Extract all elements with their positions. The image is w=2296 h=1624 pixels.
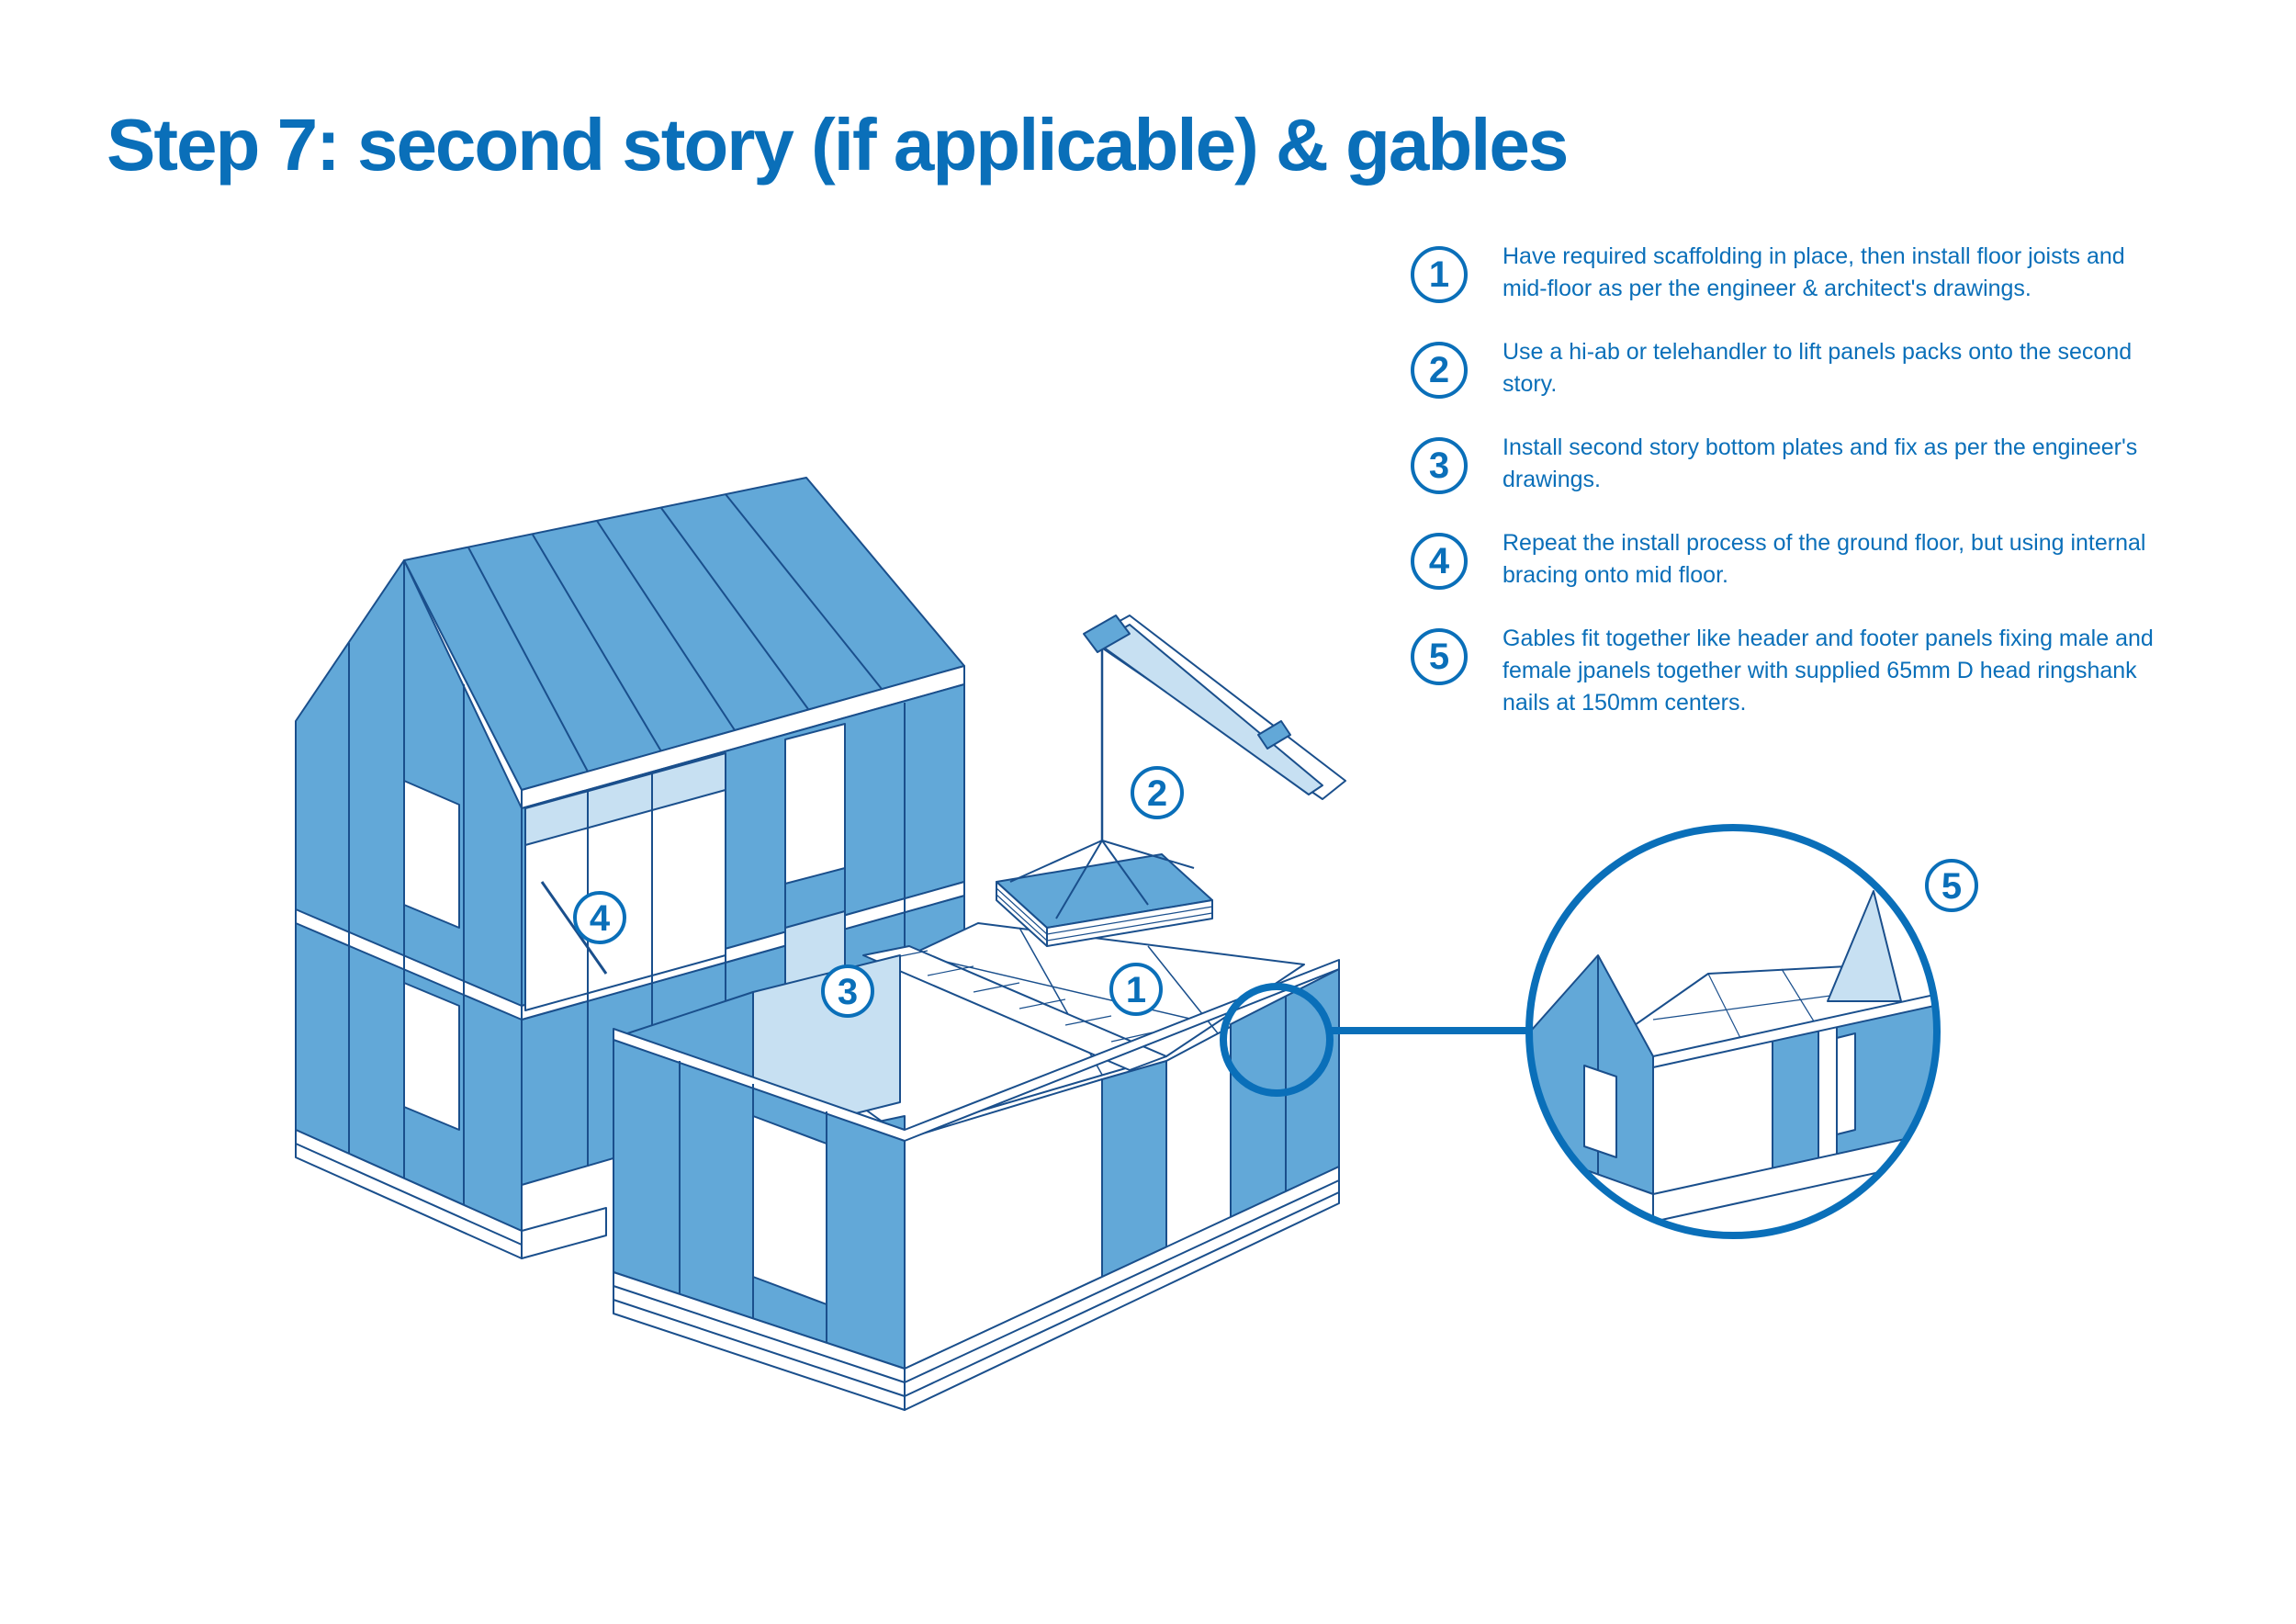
step-number-badge: 1 (1411, 246, 1468, 303)
page-title: Step 7: second story (if applicable) & g… (107, 104, 1569, 186)
step-item: 2 Use a hi-ab or telehandler to lift pan… (1411, 336, 2173, 432)
step-item: 5 Gables fit together like header and fo… (1411, 623, 2173, 724)
step-text: Use a hi-ab or telehandler to lift panel… (1503, 339, 2133, 397)
step-number-badge: 2 (1411, 342, 1468, 399)
callout-2-label: 2 (1147, 773, 1167, 814)
step-item: 4 Repeat the install process of the grou… (1411, 527, 2173, 623)
callout-5: 5 (1925, 859, 1978, 912)
floor-joists (862, 945, 1167, 1071)
crane-boom (1083, 615, 1346, 800)
step-number-badge: 4 (1411, 533, 1468, 590)
single-story-block (613, 922, 1340, 1411)
step-text: Repeat the install process of the ground… (1503, 530, 2146, 588)
callout-3-label: 3 (838, 972, 858, 1012)
callout-4-label: 4 (590, 898, 611, 939)
step-number-badge: 5 (1411, 628, 1468, 685)
step-text: Gables fit together like header and foot… (1503, 626, 2154, 716)
window (752, 1115, 827, 1305)
callout-3: 3 (821, 964, 874, 1018)
zoom-lens (1525, 824, 1941, 1239)
step-item: 1 Have required scaffolding in place, th… (1411, 241, 2173, 336)
step-list: 1 Have required scaffolding in place, th… (1411, 241, 2173, 724)
callout-4: 4 (573, 891, 626, 944)
callout-1-label: 1 (1126, 970, 1146, 1010)
gable-detail (1529, 828, 1937, 1235)
callout-1: 1 (1109, 963, 1163, 1016)
window (403, 982, 460, 1131)
window (403, 780, 460, 929)
panel-pack (996, 643, 1213, 947)
step-text: Have required scaffolding in place, then… (1503, 243, 2125, 301)
step-item: 3 Install second story bottom plates and… (1411, 432, 2173, 527)
step-text: Install second story bottom plates and f… (1503, 434, 2138, 492)
callout-5-label: 5 (1941, 866, 1962, 907)
step-number-badge: 3 (1411, 437, 1468, 494)
zoom-connector (1220, 983, 1532, 1097)
callout-2: 2 (1131, 766, 1184, 819)
